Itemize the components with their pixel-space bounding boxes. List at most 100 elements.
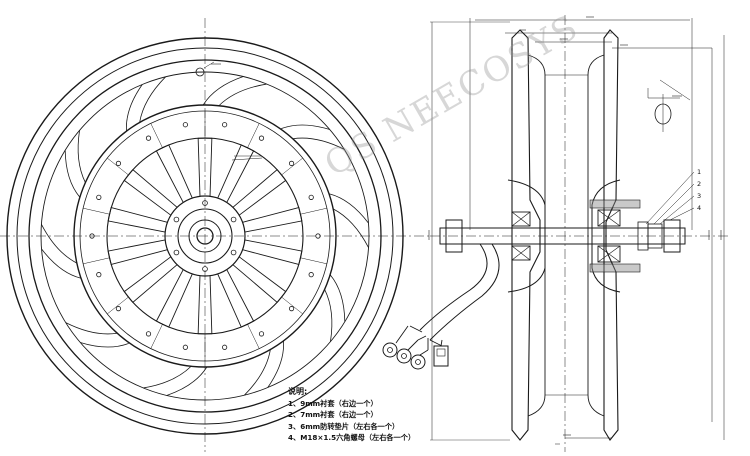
note-item-4: 4、M18×1.5六角螺母（左右各一个）: [288, 433, 416, 443]
spoke: [232, 256, 287, 303]
right-hub-hatch-bottom: [589, 263, 641, 273]
left-bearing-bottom: [511, 245, 531, 261]
connector-ring-2: [396, 348, 412, 364]
spoke: [217, 144, 255, 203]
spoke: [197, 275, 213, 335]
right-nut: [663, 219, 681, 253]
rim-spoke: [80, 342, 130, 348]
spoke: [107, 207, 168, 233]
bolt: [115, 160, 122, 166]
spoke: [242, 207, 303, 233]
dim-labels: [211, 16, 722, 436]
notes-title: 说明:: [288, 387, 308, 396]
rim-inner: [40, 71, 370, 401]
bolt: [182, 344, 188, 350]
leader-4: [669, 207, 695, 221]
spoke-rib: [247, 123, 260, 148]
spoke-rib: [300, 257, 327, 265]
bolt: [145, 331, 152, 337]
hub-bolt: [173, 216, 180, 223]
shell-bolts: [89, 122, 321, 350]
axle: [196, 227, 214, 245]
bearing-seat: [188, 219, 222, 253]
rim-spoke: [329, 274, 346, 322]
spoke-rib: [247, 324, 260, 349]
rim-spoke: [139, 76, 166, 123]
note-item-2: 2、7mm衬套（右边一个）: [288, 410, 378, 420]
right-cover: [591, 179, 621, 293]
rim-spoke: [328, 193, 369, 224]
bolt: [308, 272, 314, 278]
rim-spoke: [218, 83, 267, 107]
rim-left-bead: [527, 54, 546, 417]
bolt: [258, 135, 265, 141]
bolt: [258, 331, 265, 337]
callout-3: 3: [697, 192, 701, 200]
spoke: [155, 269, 193, 328]
spoke: [123, 169, 178, 216]
rim-spoke: [126, 84, 143, 132]
bolt: [115, 306, 122, 312]
spoke-rib: [83, 257, 110, 265]
left-nut: [445, 219, 463, 253]
rim-right-bead: [587, 54, 605, 417]
spoke: [242, 239, 303, 265]
rim-spoke: [41, 224, 78, 264]
shell-leader: [231, 157, 263, 161]
hub-bolt: [202, 266, 208, 272]
bolt: [182, 122, 188, 128]
bushing: [647, 223, 663, 249]
hub-bolts: [173, 200, 237, 272]
valve-leader: [203, 61, 215, 69]
note-item-1: 1、9mm衬套（右边一个）: [288, 398, 378, 408]
note-item-3: 3、6mm防转垫片（左右各一个）: [288, 421, 400, 431]
right-hub-hatch-top: [589, 199, 641, 209]
cable-outer: [419, 243, 488, 331]
valve-hole: [195, 67, 205, 77]
cable-inner: [429, 243, 500, 341]
callout-4: 4: [697, 204, 701, 212]
bolt: [89, 233, 95, 239]
rim-spokes: [41, 76, 369, 396]
motor-shell-outer: [73, 104, 337, 368]
tire-inner: [16, 47, 394, 425]
bolt: [222, 122, 228, 128]
hub-bolt: [230, 216, 237, 223]
leader-1: [645, 171, 695, 225]
spoke-rib: [281, 296, 303, 315]
axle-shaft: [439, 227, 686, 245]
rim-outer: [28, 59, 382, 413]
spoke: [217, 269, 255, 328]
side-view: [382, 15, 730, 452]
rim-left-flange: [511, 29, 541, 441]
bolt: [222, 344, 228, 350]
spoke: [155, 144, 193, 203]
spoke-rib: [107, 157, 129, 176]
callout-2: 2: [697, 180, 701, 188]
spoke: [197, 137, 213, 197]
spoke: [107, 239, 168, 265]
hub-bolt: [173, 249, 180, 256]
rim-spoke: [143, 365, 192, 389]
connector-ring-1: [382, 342, 398, 358]
leader-2: [653, 183, 695, 225]
notes-block: 说明: 1、9mm衬套（右边一个） 2、7mm衬套（右边一个） 3、6mm防转垫…: [288, 386, 415, 444]
hub-cover: [177, 208, 233, 264]
spoke-group: [83, 111, 327, 361]
rim-spoke: [332, 208, 369, 248]
spoke-rib: [83, 207, 110, 215]
rim-spoke: [267, 340, 284, 388]
rim-spoke: [202, 76, 244, 106]
rim-spoke: [292, 137, 345, 150]
bolt: [308, 194, 314, 200]
rim-spoke: [65, 322, 118, 335]
hub-flange: [164, 195, 246, 277]
spoke-rib: [300, 207, 327, 215]
bolt: [288, 160, 295, 166]
tire-outer: [6, 37, 404, 435]
rim-spoke: [280, 124, 330, 130]
leader-3: [659, 195, 695, 225]
rim-spoke: [324, 289, 333, 342]
front-view: [0, 18, 430, 452]
